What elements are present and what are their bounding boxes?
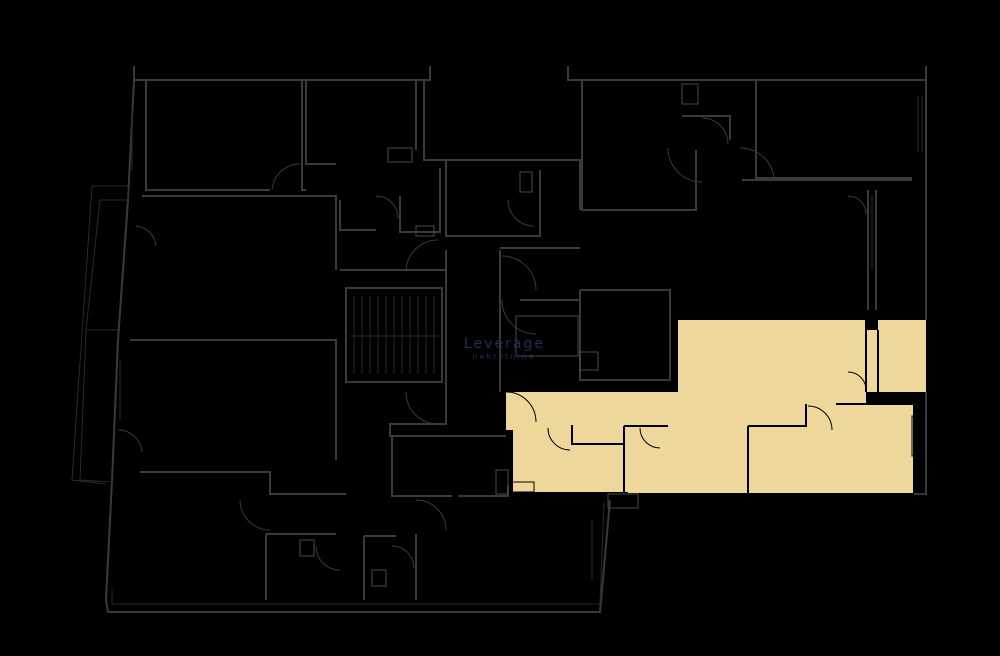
sink-fixture-6 — [415, 225, 435, 237]
wall-lm1 — [130, 339, 337, 460]
door-6 — [405, 391, 439, 425]
unit-wall-right — [865, 320, 879, 392]
wall-r6 — [579, 289, 671, 381]
balcony-left-outer — [71, 185, 107, 485]
wall-l2 — [301, 80, 306, 191]
door-1 — [271, 163, 301, 191]
sink-fixture-1 — [387, 147, 413, 163]
wall-l7 — [399, 168, 441, 233]
wall-l4 — [415, 80, 581, 210]
corridor-top — [340, 247, 580, 271]
unit-door-5 — [505, 391, 537, 423]
door-3 — [405, 239, 439, 271]
unit-wall-room1 — [571, 425, 624, 445]
unit-door-3 — [807, 405, 833, 431]
wall-l6 — [339, 200, 376, 231]
company-logo: Leverage nekretnine — [464, 336, 544, 362]
wall-r5 — [867, 190, 877, 310]
sink-fixture-2 — [681, 83, 699, 105]
toilet-fixture-2 — [495, 469, 509, 495]
highlighted-unit[interactable] — [505, 320, 926, 495]
door-8 — [117, 429, 143, 453]
door-14 — [739, 147, 775, 179]
wall-l3 — [305, 80, 336, 165]
logo-brand: Leverage — [464, 336, 545, 352]
door-4 — [507, 199, 535, 227]
wall-r1 — [581, 80, 697, 211]
door-9 — [239, 499, 271, 531]
door-5 — [501, 255, 537, 291]
wall-r2 — [755, 80, 912, 179]
window-right-top — [917, 96, 923, 152]
outer-walls — [71, 66, 927, 613]
wall-l1 — [145, 80, 270, 191]
balcony-left-bottom — [79, 329, 113, 483]
outer-wall-top-right — [567, 66, 927, 81]
unit-door-2 — [639, 427, 661, 449]
toilet-fixture-1 — [519, 171, 533, 193]
bathtub-fixture — [515, 315, 579, 357]
wall-l5 — [142, 195, 337, 270]
fixtures — [299, 83, 699, 587]
door-7 — [135, 225, 157, 247]
interior-walls — [119, 80, 923, 600]
logo-subtitle: nekretnine — [472, 352, 536, 361]
wall-b2 — [363, 535, 396, 600]
outer-wall-top-left — [133, 66, 431, 81]
outer-wall-left — [104, 79, 611, 613]
wall-lm2 — [140, 471, 346, 495]
door-15 — [701, 117, 729, 145]
door-12 — [391, 545, 415, 569]
highlighted-unit-area[interactable] — [506, 320, 926, 494]
sink-fixture-7 — [607, 493, 639, 509]
unit-wall-room3 — [747, 404, 807, 494]
door-17 — [501, 299, 537, 335]
wall-l8 — [445, 160, 541, 237]
wall-r4 — [682, 115, 731, 140]
unit-door-1 — [547, 427, 571, 451]
staircase — [345, 287, 443, 383]
kitchen-counter-fixture — [511, 481, 535, 493]
door-2 — [375, 195, 399, 219]
stair-steps — [350, 296, 438, 374]
unit-door-4 — [847, 371, 867, 391]
wall-b1 — [265, 533, 336, 600]
sink-fixture-5 — [579, 351, 599, 371]
balcony-left-top — [85, 185, 129, 331]
sink-fixture-4 — [371, 569, 387, 587]
sink-fixture-3 — [299, 539, 315, 557]
door-11 — [315, 545, 341, 571]
wall-lm3 — [391, 436, 452, 497]
outer-wall-right — [914, 80, 927, 495]
bottom-balcony — [111, 501, 605, 605]
window-frame — [911, 415, 917, 457]
corridor-left — [389, 250, 506, 437]
door-13 — [667, 147, 703, 183]
door-16 — [847, 195, 867, 215]
doors — [117, 117, 867, 571]
door-10 — [415, 499, 447, 531]
unit-wall-room2 — [623, 425, 668, 494]
